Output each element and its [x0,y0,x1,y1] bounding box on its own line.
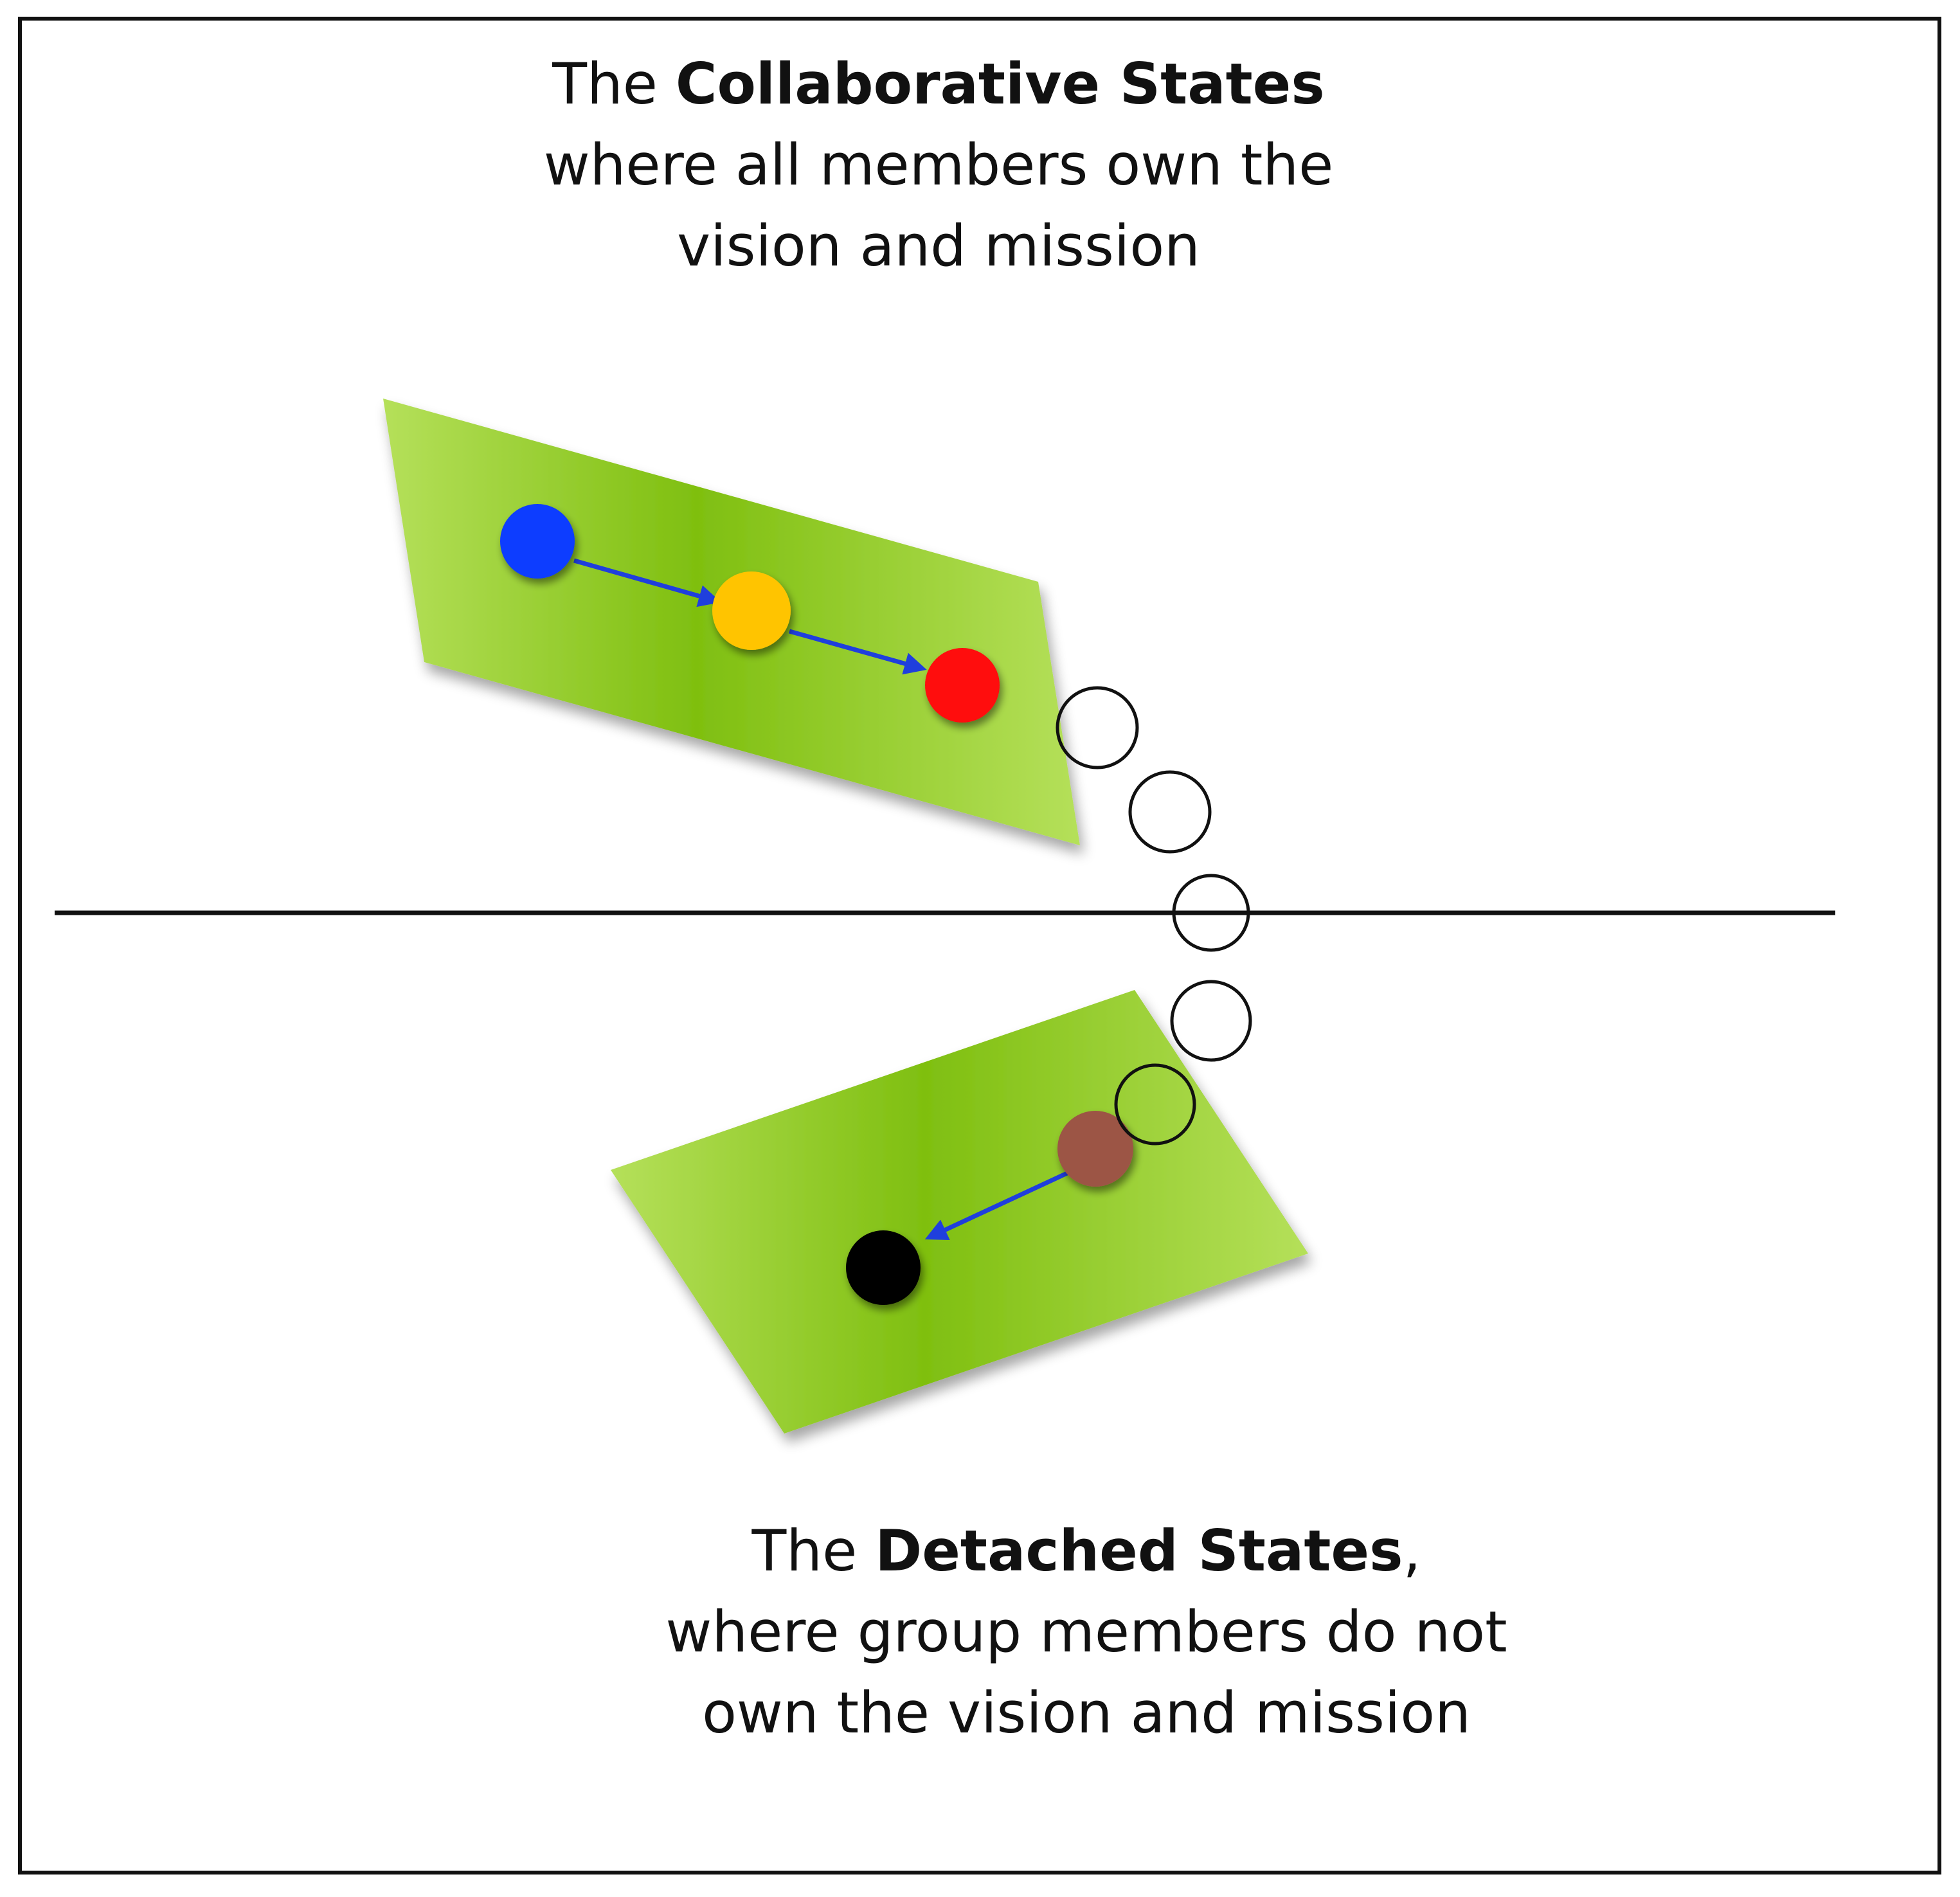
arrow-blue-to-yellow [573,558,721,607]
detached-states-caption: The Detached States, where group members… [411,1511,1761,1754]
ring-1 [1056,686,1139,769]
detached-line-2: where group members do not [665,1599,1507,1665]
collaborative-states-caption: The Collaborative States where all membe… [360,44,1517,287]
arrow-yellow-to-red [789,629,927,675]
blue-node [500,504,575,579]
ring-2 [1128,770,1212,854]
red-node [925,648,1000,723]
ring-3 [1172,874,1250,952]
collaborative-line-3: vision and mission [677,213,1200,279]
transition-rings [1056,686,1252,1146]
detached-title-line: The Detached States, [411,1511,1761,1592]
arrow-brown-to-black [924,1171,1068,1241]
detached-line-3: own the vision and mission [702,1680,1471,1746]
collaborative-title: Collaborative States [675,51,1325,117]
collaborative-title-line: The Collaborative States [360,44,1517,125]
title-prefix: The [751,1518,876,1584]
black-node [846,1230,921,1305]
brown-node [1057,1111,1133,1187]
detached-title: Detached States [875,1518,1403,1584]
ring-5 [1114,1063,1196,1146]
collaborative-line-2: where all members own the [543,132,1334,198]
detached-plane [611,990,1308,1434]
title-prefix: The [552,51,676,117]
title-suffix: , [1403,1518,1421,1584]
diagram-frame [18,17,1941,1875]
ring-4 [1170,980,1252,1062]
yellow-node [712,571,791,650]
